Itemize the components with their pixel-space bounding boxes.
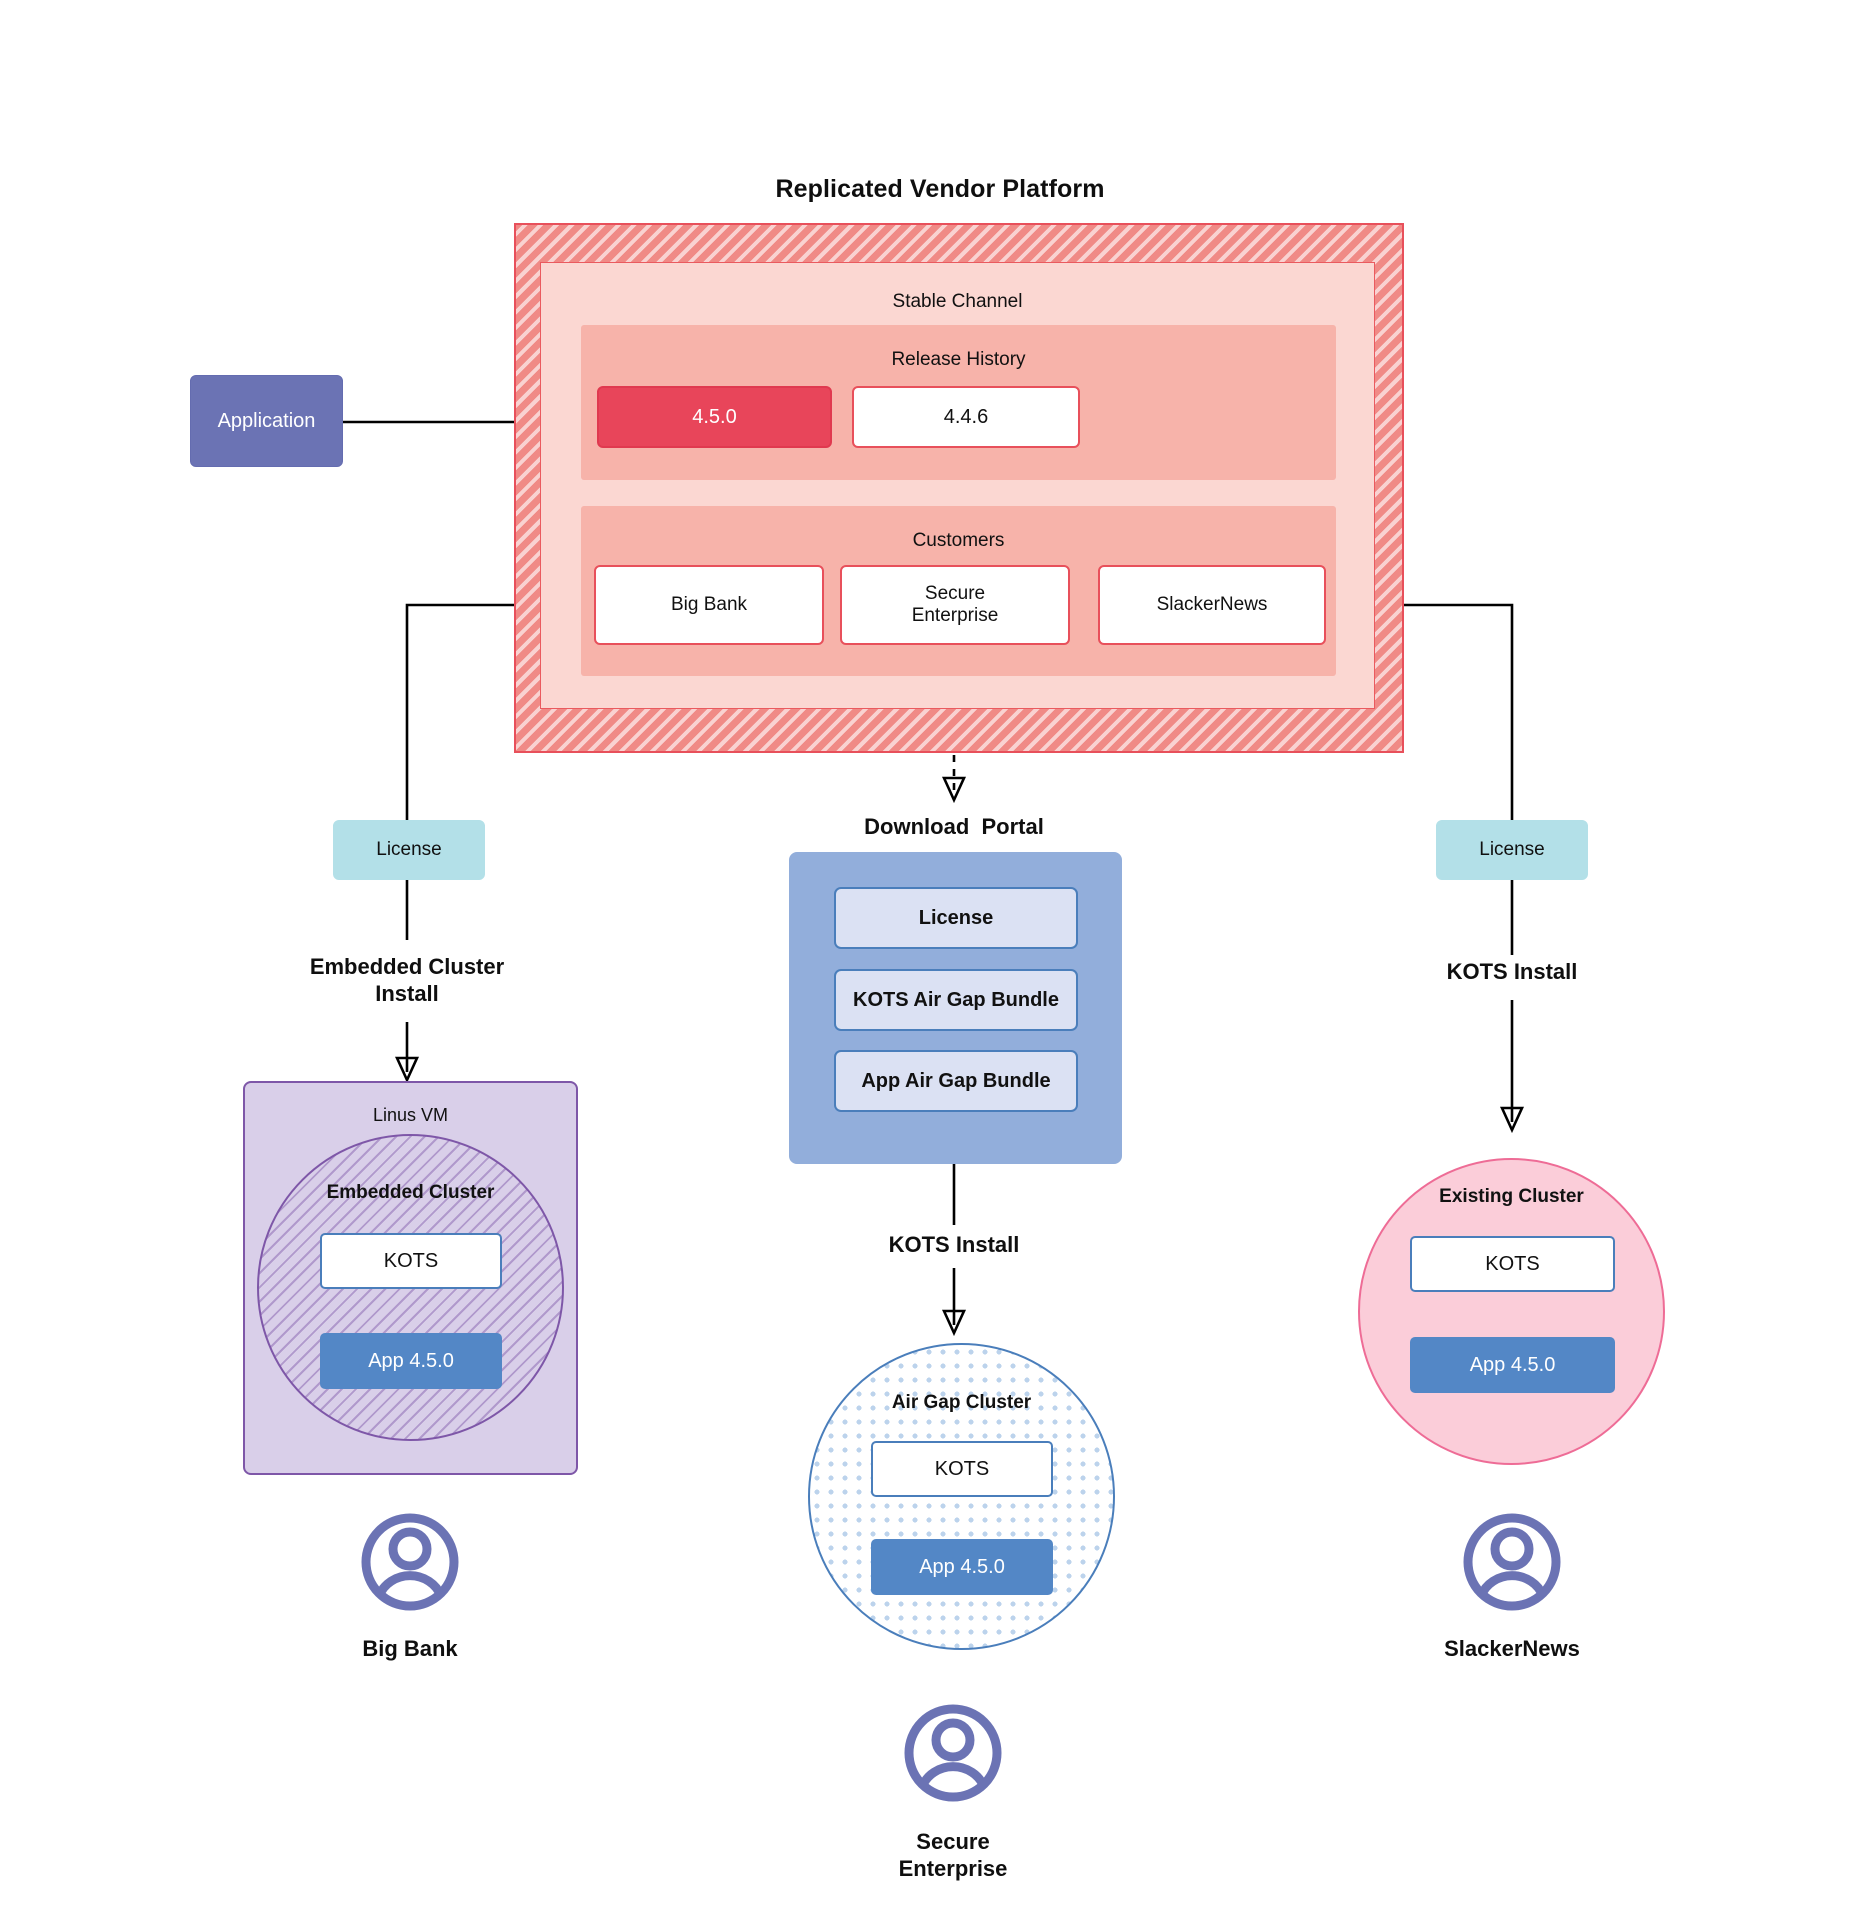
kots-box-air-gap[interactable]: KOTS xyxy=(871,1441,1053,1497)
kots-box-existing[interactable]: KOTS xyxy=(1410,1236,1615,1292)
release-4-4-6[interactable]: 4.4.6 xyxy=(852,386,1080,448)
kots-box-embedded[interactable]: KOTS xyxy=(320,1233,502,1289)
embedded-cluster-install-label: Embedded Cluster Install xyxy=(309,953,505,1007)
application-box[interactable]: Application xyxy=(190,375,343,467)
portal-item-app-air-gap-bundle[interactable]: App Air Gap Bundle xyxy=(834,1050,1078,1112)
customer-secure-enterprise[interactable]: Secure Enterprise xyxy=(840,565,1070,645)
kots-install-label-center: KOTS Install xyxy=(888,1232,1020,1258)
download-portal-title: Download Portal xyxy=(864,814,1044,840)
existing-cluster-circle xyxy=(1358,1158,1665,1465)
customers-title: Customers xyxy=(912,529,1005,551)
customer-slackernews[interactable]: SlackerNews xyxy=(1098,565,1326,645)
portal-item-kots-air-gap-bundle[interactable]: KOTS Air Gap Bundle xyxy=(834,969,1078,1031)
linux-vm-title: Linus VM xyxy=(372,1105,449,1126)
app-box-embedded[interactable]: App 4.5.0 xyxy=(320,1333,502,1389)
app-box-existing[interactable]: App 4.5.0 xyxy=(1410,1337,1615,1393)
kots-install-label-right: KOTS Install xyxy=(1446,959,1578,985)
platform-title: Replicated Vendor Platform xyxy=(775,175,1105,203)
person-icon xyxy=(1462,1512,1562,1612)
release-history-title: Release History xyxy=(891,348,1026,370)
app-box-air-gap[interactable]: App 4.5.0 xyxy=(871,1539,1053,1595)
person-icon xyxy=(360,1512,460,1612)
license-chip-right[interactable]: License xyxy=(1436,820,1588,880)
persona-label-big-bank: Big Bank xyxy=(362,1636,458,1662)
existing-cluster-title: Existing Cluster xyxy=(1439,1185,1584,1207)
portal-item-license[interactable]: License xyxy=(834,887,1078,949)
persona-label-slackernews: SlackerNews xyxy=(1444,1636,1580,1662)
air-gap-cluster-title: Air Gap Cluster xyxy=(891,1391,1032,1413)
embedded-cluster-title: Embedded Cluster xyxy=(326,1181,495,1203)
person-icon xyxy=(903,1703,1003,1803)
release-4-5-0[interactable]: 4.5.0 xyxy=(597,386,832,448)
persona-label-secure-enterprise: Secure Enterprise xyxy=(898,1828,1008,1882)
license-chip-left[interactable]: License xyxy=(333,820,485,880)
stable-channel-title: Stable Channel xyxy=(892,290,1023,312)
customer-big-bank[interactable]: Big Bank xyxy=(594,565,824,645)
